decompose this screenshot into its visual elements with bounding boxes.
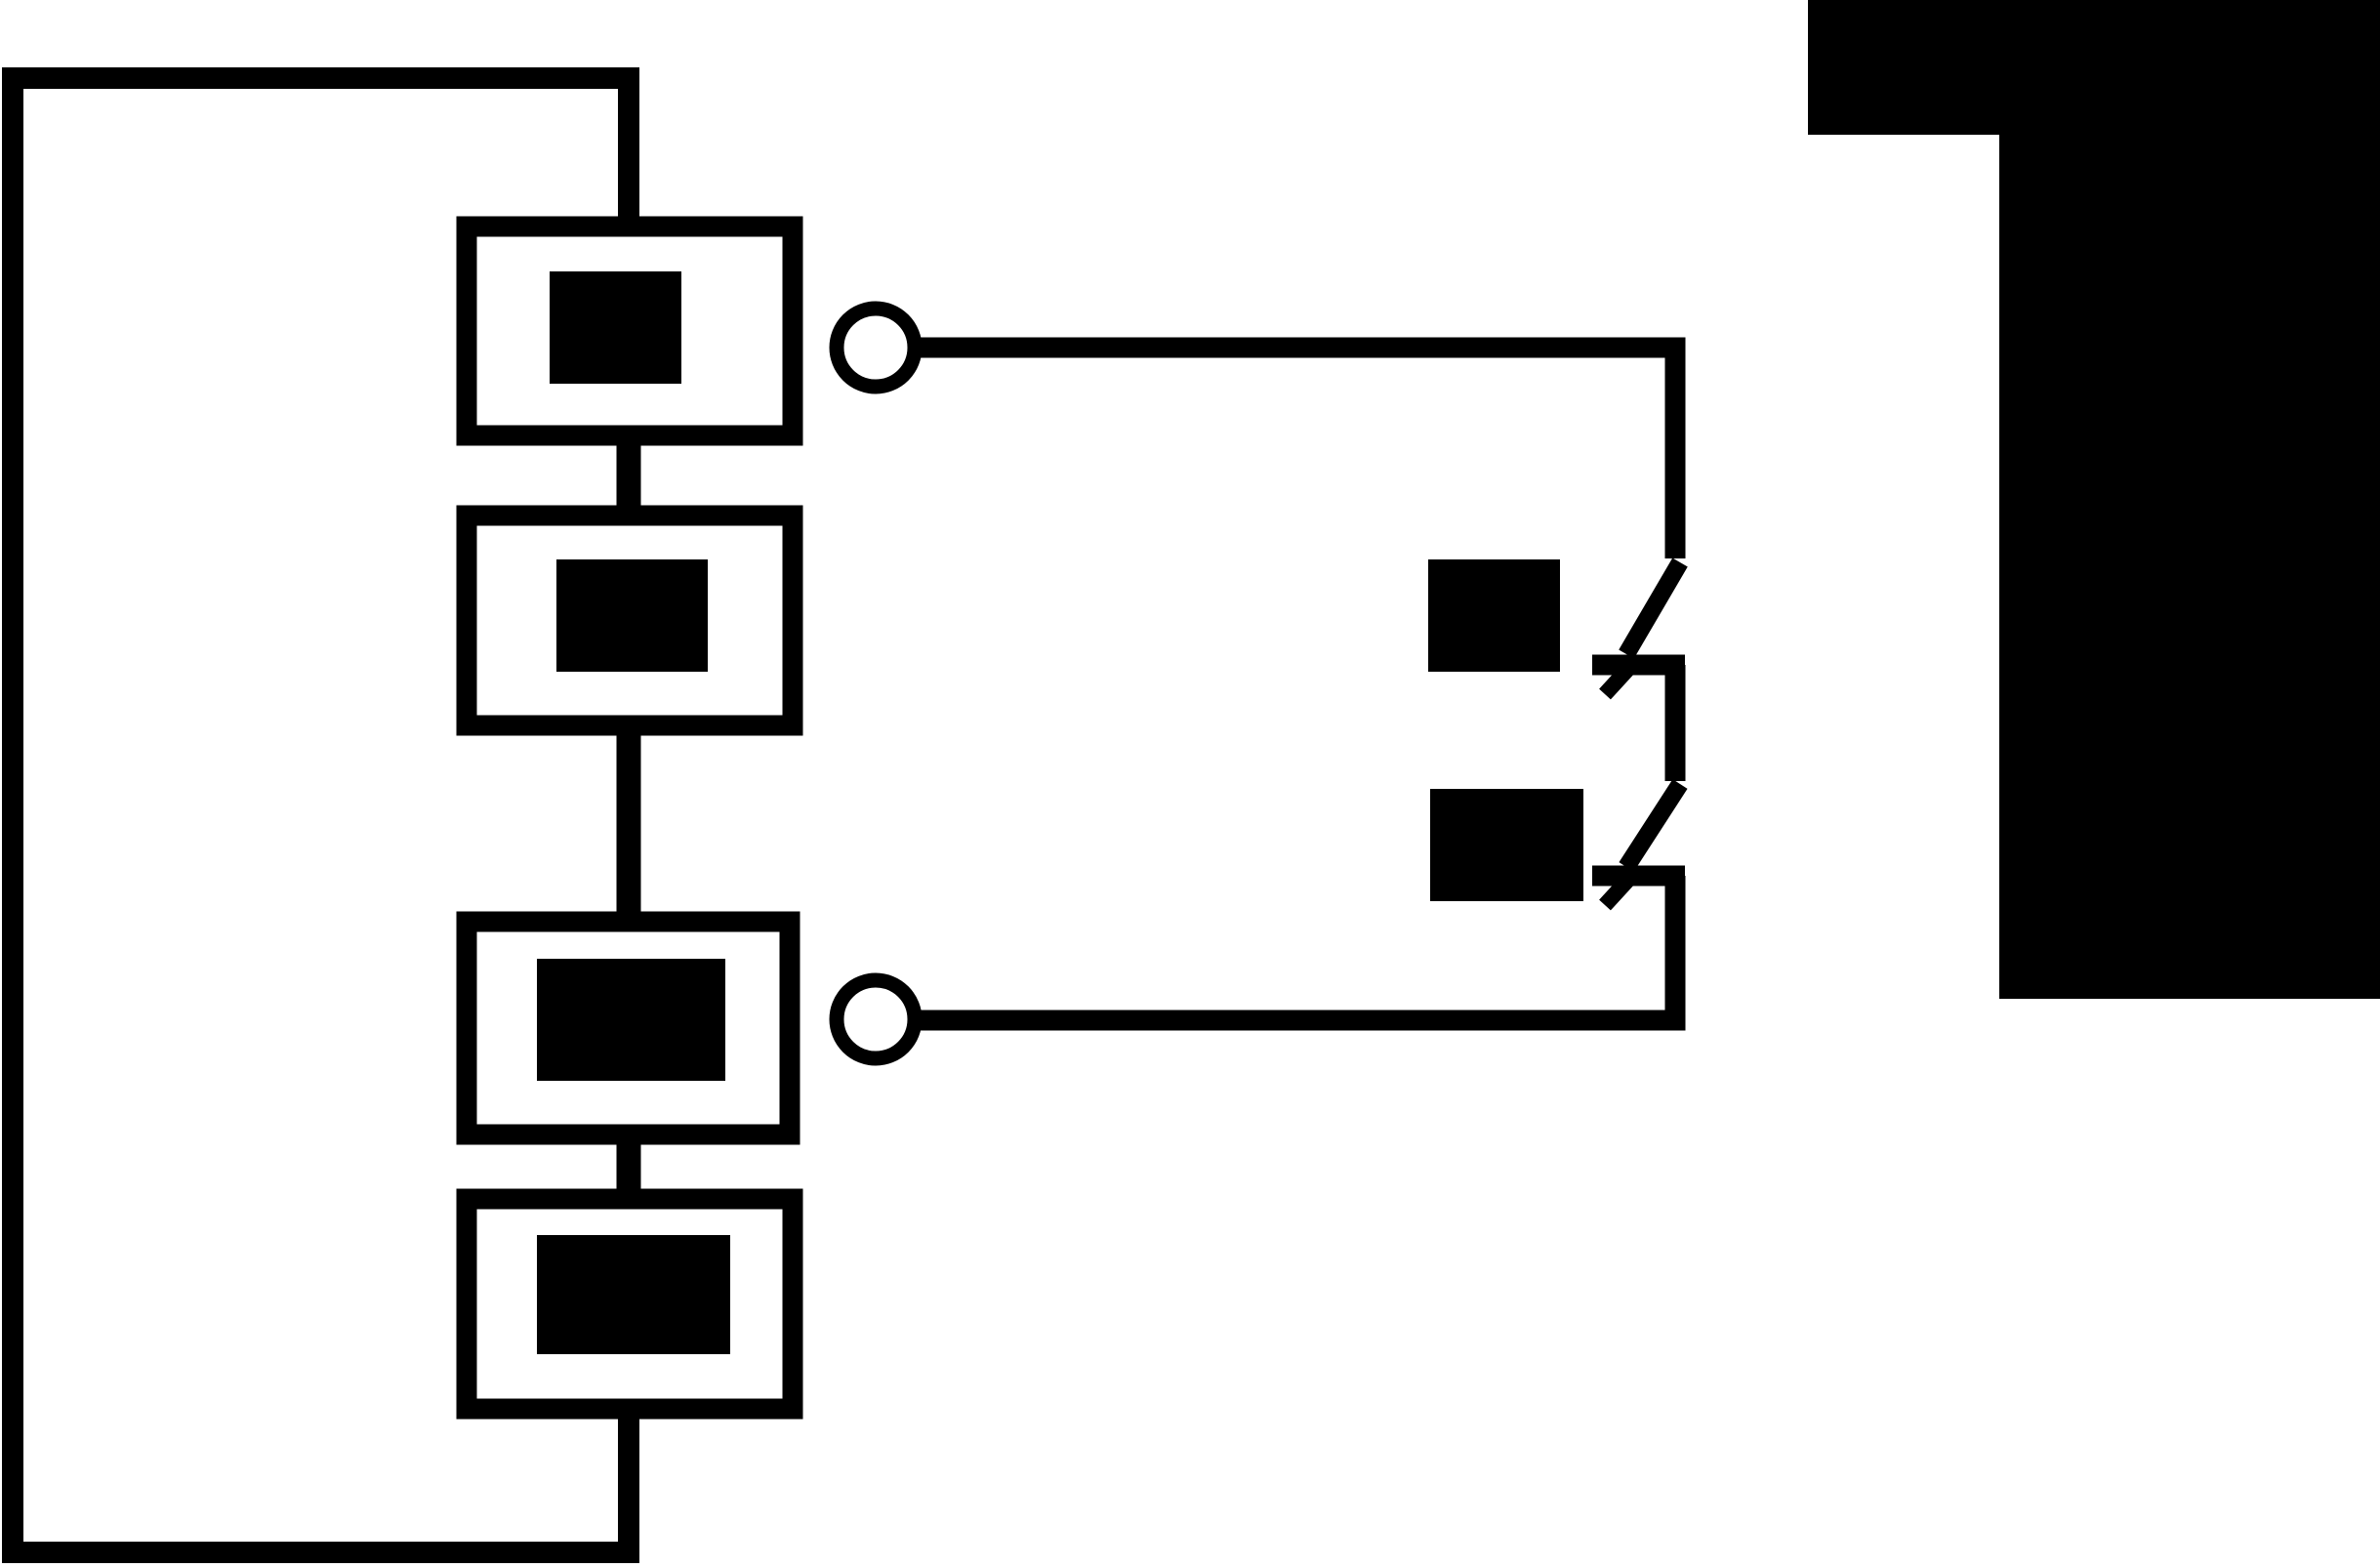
outer-loop-wire xyxy=(2,67,639,1563)
switch-2-blade xyxy=(1619,779,1688,872)
redacted-label-switch-1 xyxy=(1428,559,1560,672)
switch-1-blade xyxy=(1619,557,1688,659)
redacted-block-top-bar xyxy=(1808,0,1999,135)
redacted-block-main xyxy=(1999,0,2380,999)
terminal-ring-bottom xyxy=(829,972,923,1066)
wire-bottom xyxy=(919,876,1686,1031)
component-box-3 xyxy=(456,911,800,1145)
switch-2-contact-barb xyxy=(1599,875,1633,911)
redacted-label-box-4 xyxy=(537,1235,730,1354)
redacted-label-box-1 xyxy=(550,271,681,384)
redacted-label-switch-2 xyxy=(1430,789,1583,901)
terminal-ring-top xyxy=(829,301,923,394)
redacted-label-box-3 xyxy=(537,959,725,1081)
wire-top xyxy=(919,337,1686,558)
redacted-label-box-2 xyxy=(556,559,708,672)
switch-1-contact-barb xyxy=(1599,664,1633,700)
component-box-4 xyxy=(456,1188,803,1420)
